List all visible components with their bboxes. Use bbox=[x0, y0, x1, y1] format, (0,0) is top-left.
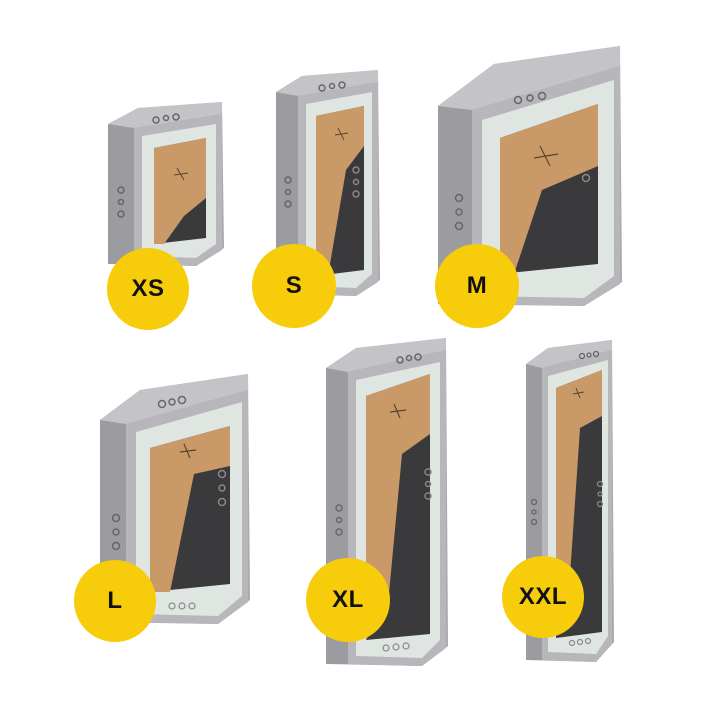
size-label: XS bbox=[131, 275, 165, 302]
size-label: S bbox=[285, 272, 303, 299]
size-label: XXL bbox=[518, 583, 568, 610]
enclosure-s-illustration bbox=[276, 70, 380, 296]
size-badge-l: L bbox=[74, 560, 156, 642]
size-badge-m: M bbox=[435, 244, 519, 328]
box-xs bbox=[104, 98, 226, 270]
enclosure-l-illustration bbox=[100, 374, 250, 624]
box-m bbox=[434, 42, 624, 310]
box-s bbox=[272, 66, 382, 300]
size-badge-xl: XL bbox=[306, 558, 390, 642]
size-badge-xxl: XXL bbox=[502, 556, 584, 638]
size-badge-xs: XS bbox=[107, 248, 189, 330]
size-label: M bbox=[466, 272, 488, 299]
size-label: XL bbox=[332, 586, 364, 613]
enclosure-m-illustration bbox=[438, 46, 622, 306]
size-label: L bbox=[107, 587, 123, 614]
box-l bbox=[96, 370, 252, 628]
size-badge-s: S bbox=[252, 244, 336, 328]
enclosure-xs-illustration bbox=[108, 102, 224, 266]
